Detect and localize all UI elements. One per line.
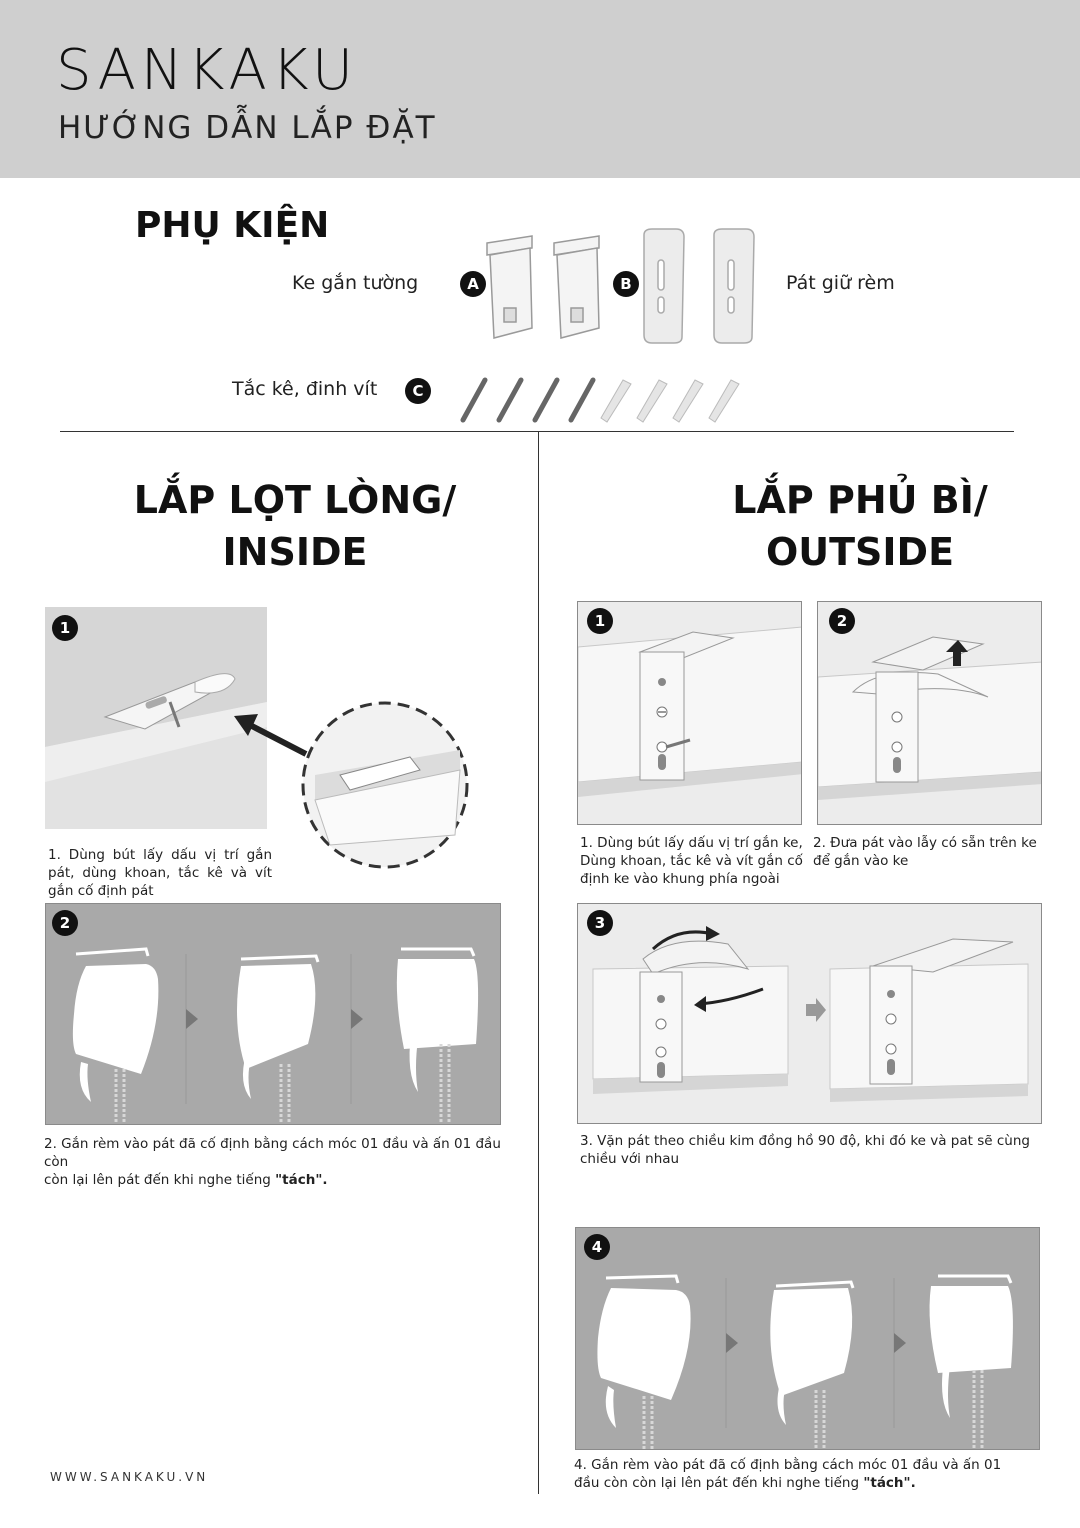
outside-step4-caption-bold: "tách". [863, 1475, 916, 1491]
header-band: SANKAKU HƯỚNG DẪN LẮP ĐẶT [0, 0, 1080, 178]
outside-step2-panel [817, 601, 1042, 825]
outside-step3-panel [577, 903, 1042, 1124]
outside-step1-panel [577, 601, 802, 825]
inside-step2-caption-text: còn lại lên pát đến khi nghe tiếng [44, 1172, 276, 1188]
inside-step1-number: 1 [52, 615, 78, 641]
holder-label: Pát giữ rèm [786, 272, 895, 294]
screws-label: Tắc kê, đinh vít [232, 378, 378, 400]
outside-step4-caption: 4. Gắn rèm vào pát đã cố định bằng cách … [574, 1456, 1014, 1492]
brand-title: SANKAKU [56, 38, 359, 103]
inside-step2-caption: 2. Gắn rèm vào pát đã cố định bằng cách … [44, 1135, 524, 1189]
inside-title-line1: LẮP LỌT LÒNG/ [133, 478, 457, 522]
page-subtitle: HƯỚNG DẪN LẮP ĐẶT [58, 110, 437, 146]
outside-step1-caption: 1. Dùng bút lấy dấu vị trí gắn ke, Dùng … [580, 835, 803, 887]
wall-bracket-illustration [486, 235, 600, 339]
outside-step3-number: 3 [587, 910, 613, 936]
badge-b: B [613, 271, 639, 297]
inside-step1-caption: 1. Dùng bút lấy dấu vị trí gắn pát, dùng… [48, 847, 272, 899]
inside-step2-panel [45, 903, 501, 1125]
outside-step4-panel [575, 1227, 1040, 1450]
outside-title-line1: LẮP PHỦ BÌ/ [732, 478, 988, 522]
outside-step4-caption-text: 4. Gắn rèm vào pát đã cố định bằng cách … [574, 1457, 1002, 1491]
inside-step2-caption-bold: "tách". [275, 1172, 328, 1188]
outside-step4-number: 4 [584, 1234, 610, 1260]
vertical-divider [538, 432, 539, 1494]
horizontal-divider [60, 431, 1014, 432]
badge-a: A [460, 271, 486, 297]
outside-title: LẮP PHỦ BÌ/ OUTSIDE [610, 474, 1080, 578]
inside-step1-panel [45, 607, 267, 829]
inside-step1-arrow [234, 714, 308, 757]
outside-step2-number: 2 [829, 608, 855, 634]
badge-c: C [405, 378, 431, 404]
footer-website: WWW.SANKAKU.VN [50, 1470, 209, 1484]
inside-step1-zoom-circle [301, 701, 469, 869]
screws-illustration [460, 377, 740, 423]
accessories-title: PHỤ KIỆN [135, 205, 330, 246]
curtain-holder-illustration [643, 228, 755, 344]
outside-step2-caption: 2. Đưa pát vào lẫy có sẵn trên ke để gắn… [813, 835, 1037, 869]
outside-step1-number: 1 [587, 608, 613, 634]
wall-bracket-label: Ke gắn tường [292, 272, 419, 294]
inside-title: LẮP LỌT LÒNG/ INSIDE [50, 474, 540, 578]
outside-title-line2: OUTSIDE [765, 530, 955, 574]
inside-title-line2: INSIDE [222, 530, 368, 574]
inside-step2-caption-line2: còn lại lên pát đến khi nghe tiếng "tách… [44, 1171, 524, 1189]
inside-step2-number: 2 [52, 910, 78, 936]
inside-step2-caption-line1: 2. Gắn rèm vào pát đã cố định bằng cách … [44, 1136, 501, 1170]
outside-step3-caption: 3. Vặn pát theo chiều kim đồng hồ 90 độ,… [580, 1133, 1030, 1167]
